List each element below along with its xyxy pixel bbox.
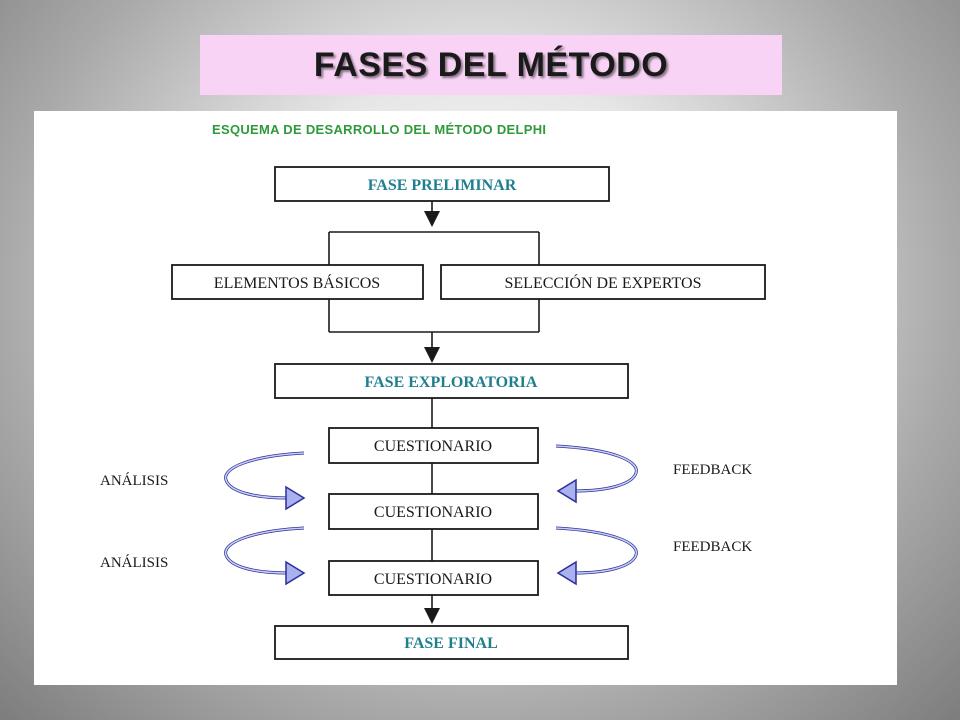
seleccion-expertos-label: SELECCIÓN DE EXPERTOS: [505, 273, 702, 292]
fase-exploratoria-label: FASE EXPLORATORIA: [365, 374, 538, 391]
fase-final-box: [274, 625, 629, 660]
cuestionario-1-label: CUESTIONARIO: [374, 438, 492, 455]
analisis-loop-arrow-2: [224, 526, 306, 586]
slide-title-box: FASES DEL MÉTODO: [200, 35, 782, 95]
analisis-loop-arrow-1: [224, 451, 306, 511]
fase-exploratoria-box: [274, 363, 629, 399]
analisis-label-1: ANÁLISIS: [100, 472, 168, 489]
cuestionario-2-label: CUESTIONARIO: [374, 504, 492, 521]
feedback-label-2: FEEDBACK: [673, 539, 752, 555]
cuestionario-3-label: CUESTIONARIO: [374, 571, 492, 588]
elementos-basicos-box: [171, 264, 424, 300]
fase-preliminar-label: FASE PRELIMINAR: [368, 177, 517, 194]
cuestionario-1-box: [328, 427, 539, 464]
feedback-loop-arrow-2: [555, 526, 638, 586]
feedback-label-1: FEEDBACK: [673, 462, 752, 478]
feedback-loop-arrow-1: [555, 444, 638, 504]
seleccion-expertos-box: [440, 264, 766, 300]
fase-final-label: FASE FINAL: [404, 635, 498, 652]
diagram-heading: ESQUEMA DE DESARROLLO DEL MÉTODO DELPHI: [212, 122, 546, 137]
elementos-basicos-label: ELEMENTOS BÁSICOS: [214, 273, 380, 292]
flow-connectors: [328, 201, 540, 624]
cuestionario-3-box: [328, 560, 539, 596]
slide-title: FASES DEL MÉTODO: [313, 45, 669, 84]
fase-preliminar-box: [274, 166, 610, 202]
analisis-label-2: ANÁLISIS: [100, 554, 168, 571]
cuestionario-2-box: [328, 493, 539, 530]
